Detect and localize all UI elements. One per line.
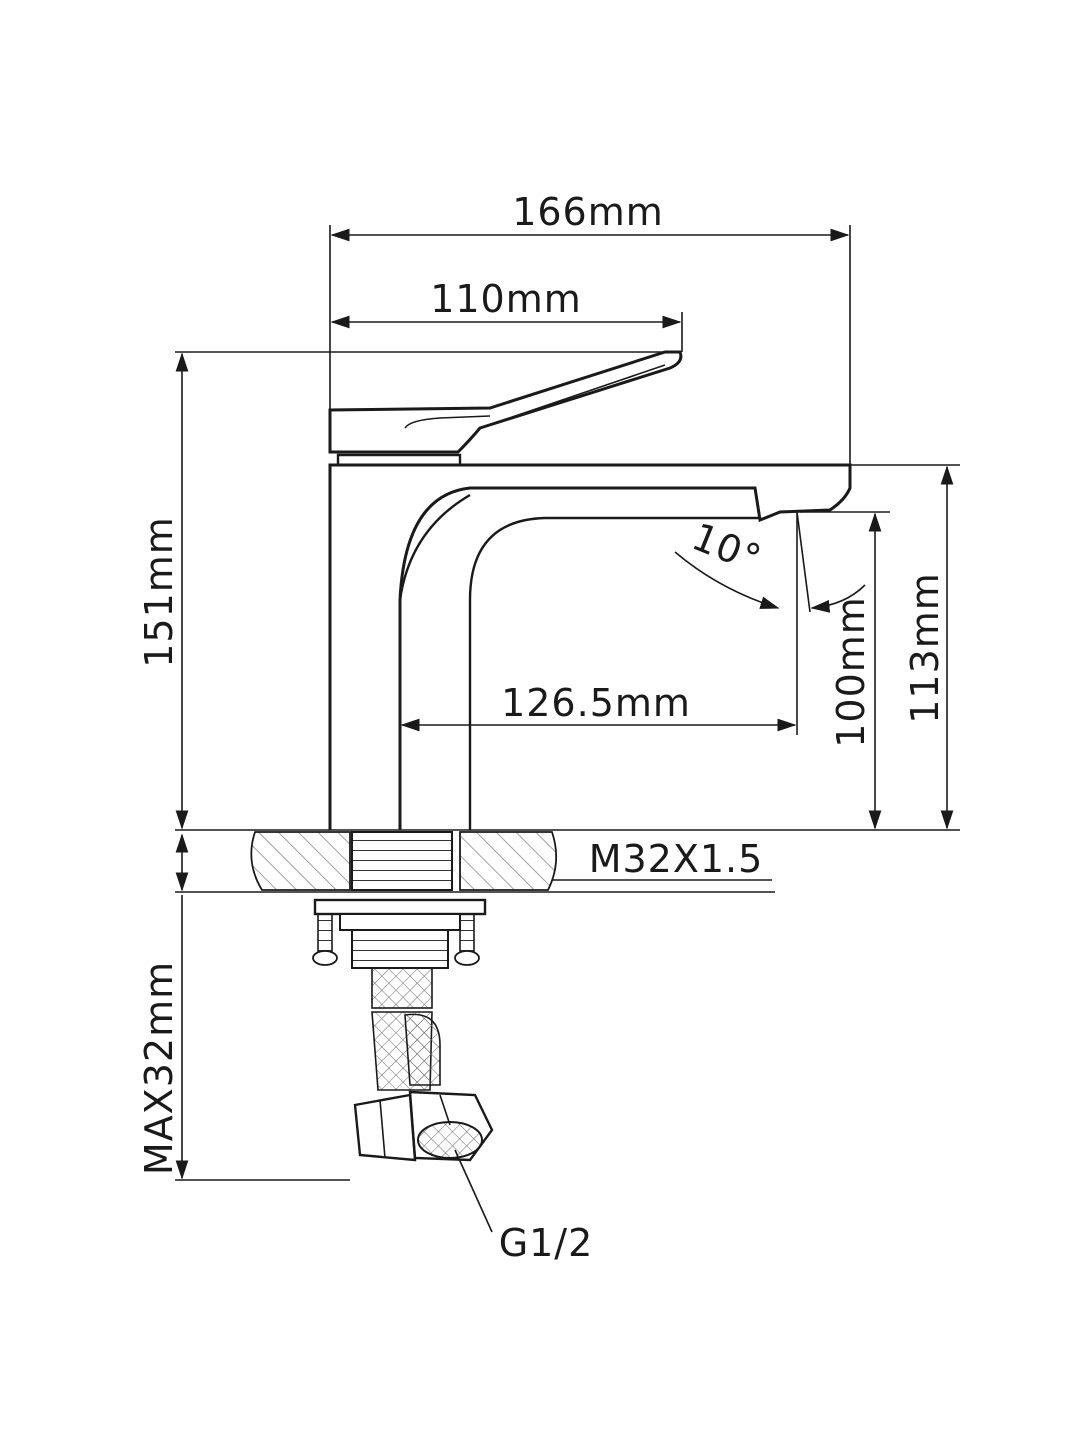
hose-connection-label: G1/2 <box>499 1221 594 1265</box>
deck-section <box>175 829 960 893</box>
deck-hatch-right <box>459 831 558 891</box>
spout-reach-label: 126.5mm <box>501 681 691 725</box>
dimension-lines <box>175 225 960 1233</box>
faucet-body <box>328 453 852 830</box>
faucet-handle <box>328 350 683 454</box>
bolt-left <box>317 913 333 955</box>
handle-length-label: 110mm <box>430 277 582 321</box>
mount-thread-label: M32X1.5 <box>589 837 764 881</box>
max-deck-thickness-label: MAX32mm <box>137 961 181 1175</box>
outlet-height-label: 100mm <box>829 596 873 748</box>
spout-angle-label: 10° <box>686 514 768 581</box>
supply-hoses <box>353 967 494 1162</box>
hose-connector-opening <box>417 1121 483 1159</box>
dimension-labels: 166mm 110mm 151mm 113mm 100mm 126.5mm 10… <box>137 190 947 1265</box>
overall-length-label: 166mm <box>512 190 664 234</box>
mounting-assembly <box>312 831 487 969</box>
deck-hatch-left <box>250 831 351 891</box>
bolt-right <box>459 913 475 955</box>
overall-height-label: 151mm <box>137 516 181 668</box>
spout-height-label: 113mm <box>903 572 947 724</box>
